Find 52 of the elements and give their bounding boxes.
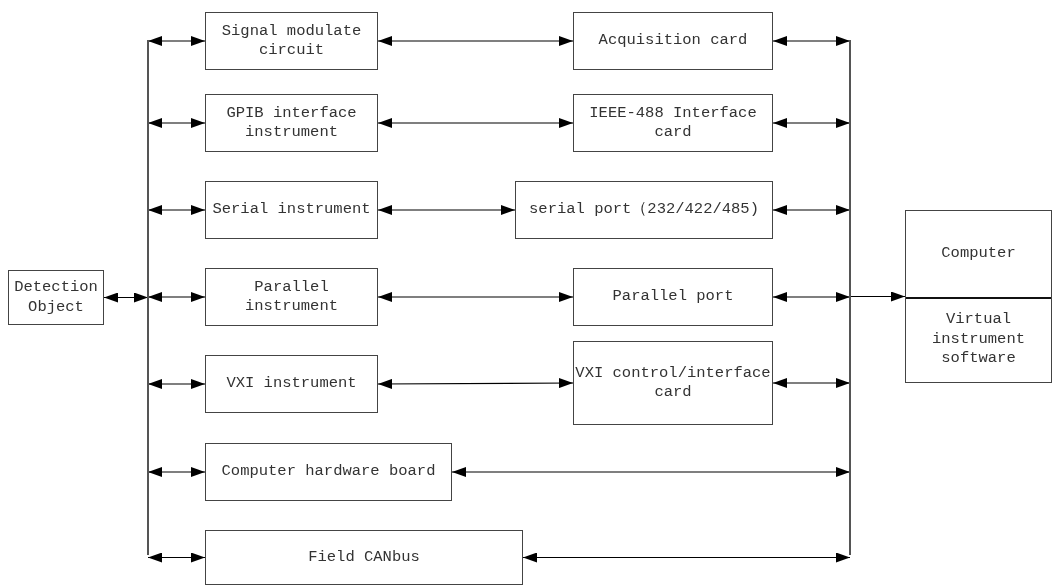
box-heading: Computer xyxy=(941,244,1016,264)
box-label: VXI control/interface card xyxy=(574,363,772,403)
process-box xyxy=(573,12,773,70)
double-headed-arrow xyxy=(147,467,206,477)
double-headed-arrow xyxy=(772,205,851,215)
process-box xyxy=(573,94,773,152)
box-label: IEEE-488 Interface card xyxy=(588,103,758,143)
box-label: Signal modulate circuit xyxy=(220,21,363,61)
double-headed-arrow xyxy=(147,292,206,302)
box-label: serial port（232/422/485) xyxy=(529,200,759,220)
double-headed-arrow xyxy=(772,118,851,128)
process-box xyxy=(8,270,104,325)
process-box xyxy=(205,12,378,70)
box-label: Acquisition card xyxy=(598,31,748,51)
double-headed-arrow xyxy=(522,552,851,563)
double-headed-arrow xyxy=(377,118,574,128)
box-text: Virtual instrument software xyxy=(931,310,1026,369)
double-headed-arrow xyxy=(772,36,851,46)
box-label: Parallel port xyxy=(612,287,734,307)
process-box xyxy=(515,181,773,239)
box-label: VXI instrument xyxy=(226,374,357,394)
box-label: Detection Object xyxy=(13,278,99,317)
process-box xyxy=(573,341,773,425)
double-headed-arrow xyxy=(377,205,516,215)
double-headed-arrow xyxy=(451,467,851,477)
bus-line xyxy=(147,40,149,555)
process-box xyxy=(205,530,523,585)
process-box xyxy=(205,355,378,413)
double-headed-arrow xyxy=(377,378,574,389)
bus-line xyxy=(849,40,851,555)
process-box xyxy=(573,268,773,326)
double-headed-arrow xyxy=(103,292,149,303)
double-headed-arrow xyxy=(147,552,206,563)
box-label: Computer hardware board xyxy=(221,462,436,482)
double-headed-arrow xyxy=(377,292,574,302)
process-box xyxy=(205,94,378,152)
double-headed-arrow xyxy=(147,379,206,389)
double-headed-arrow xyxy=(147,205,206,215)
box-label: GPIB interface instrument xyxy=(225,103,358,143)
box-label: Parallel instrument xyxy=(244,277,339,317)
box-label: Serial instrument xyxy=(212,200,371,220)
double-headed-arrow xyxy=(772,292,851,302)
process-box xyxy=(205,268,378,326)
double-headed-arrow xyxy=(147,118,206,128)
double-headed-arrow xyxy=(147,36,206,46)
process-box xyxy=(205,181,378,239)
double-headed-arrow xyxy=(772,378,851,388)
box-label: Field CANbus xyxy=(308,547,420,568)
arrow xyxy=(849,291,906,302)
double-headed-arrow xyxy=(377,36,574,46)
split-box xyxy=(905,210,1052,383)
process-box xyxy=(205,443,452,501)
